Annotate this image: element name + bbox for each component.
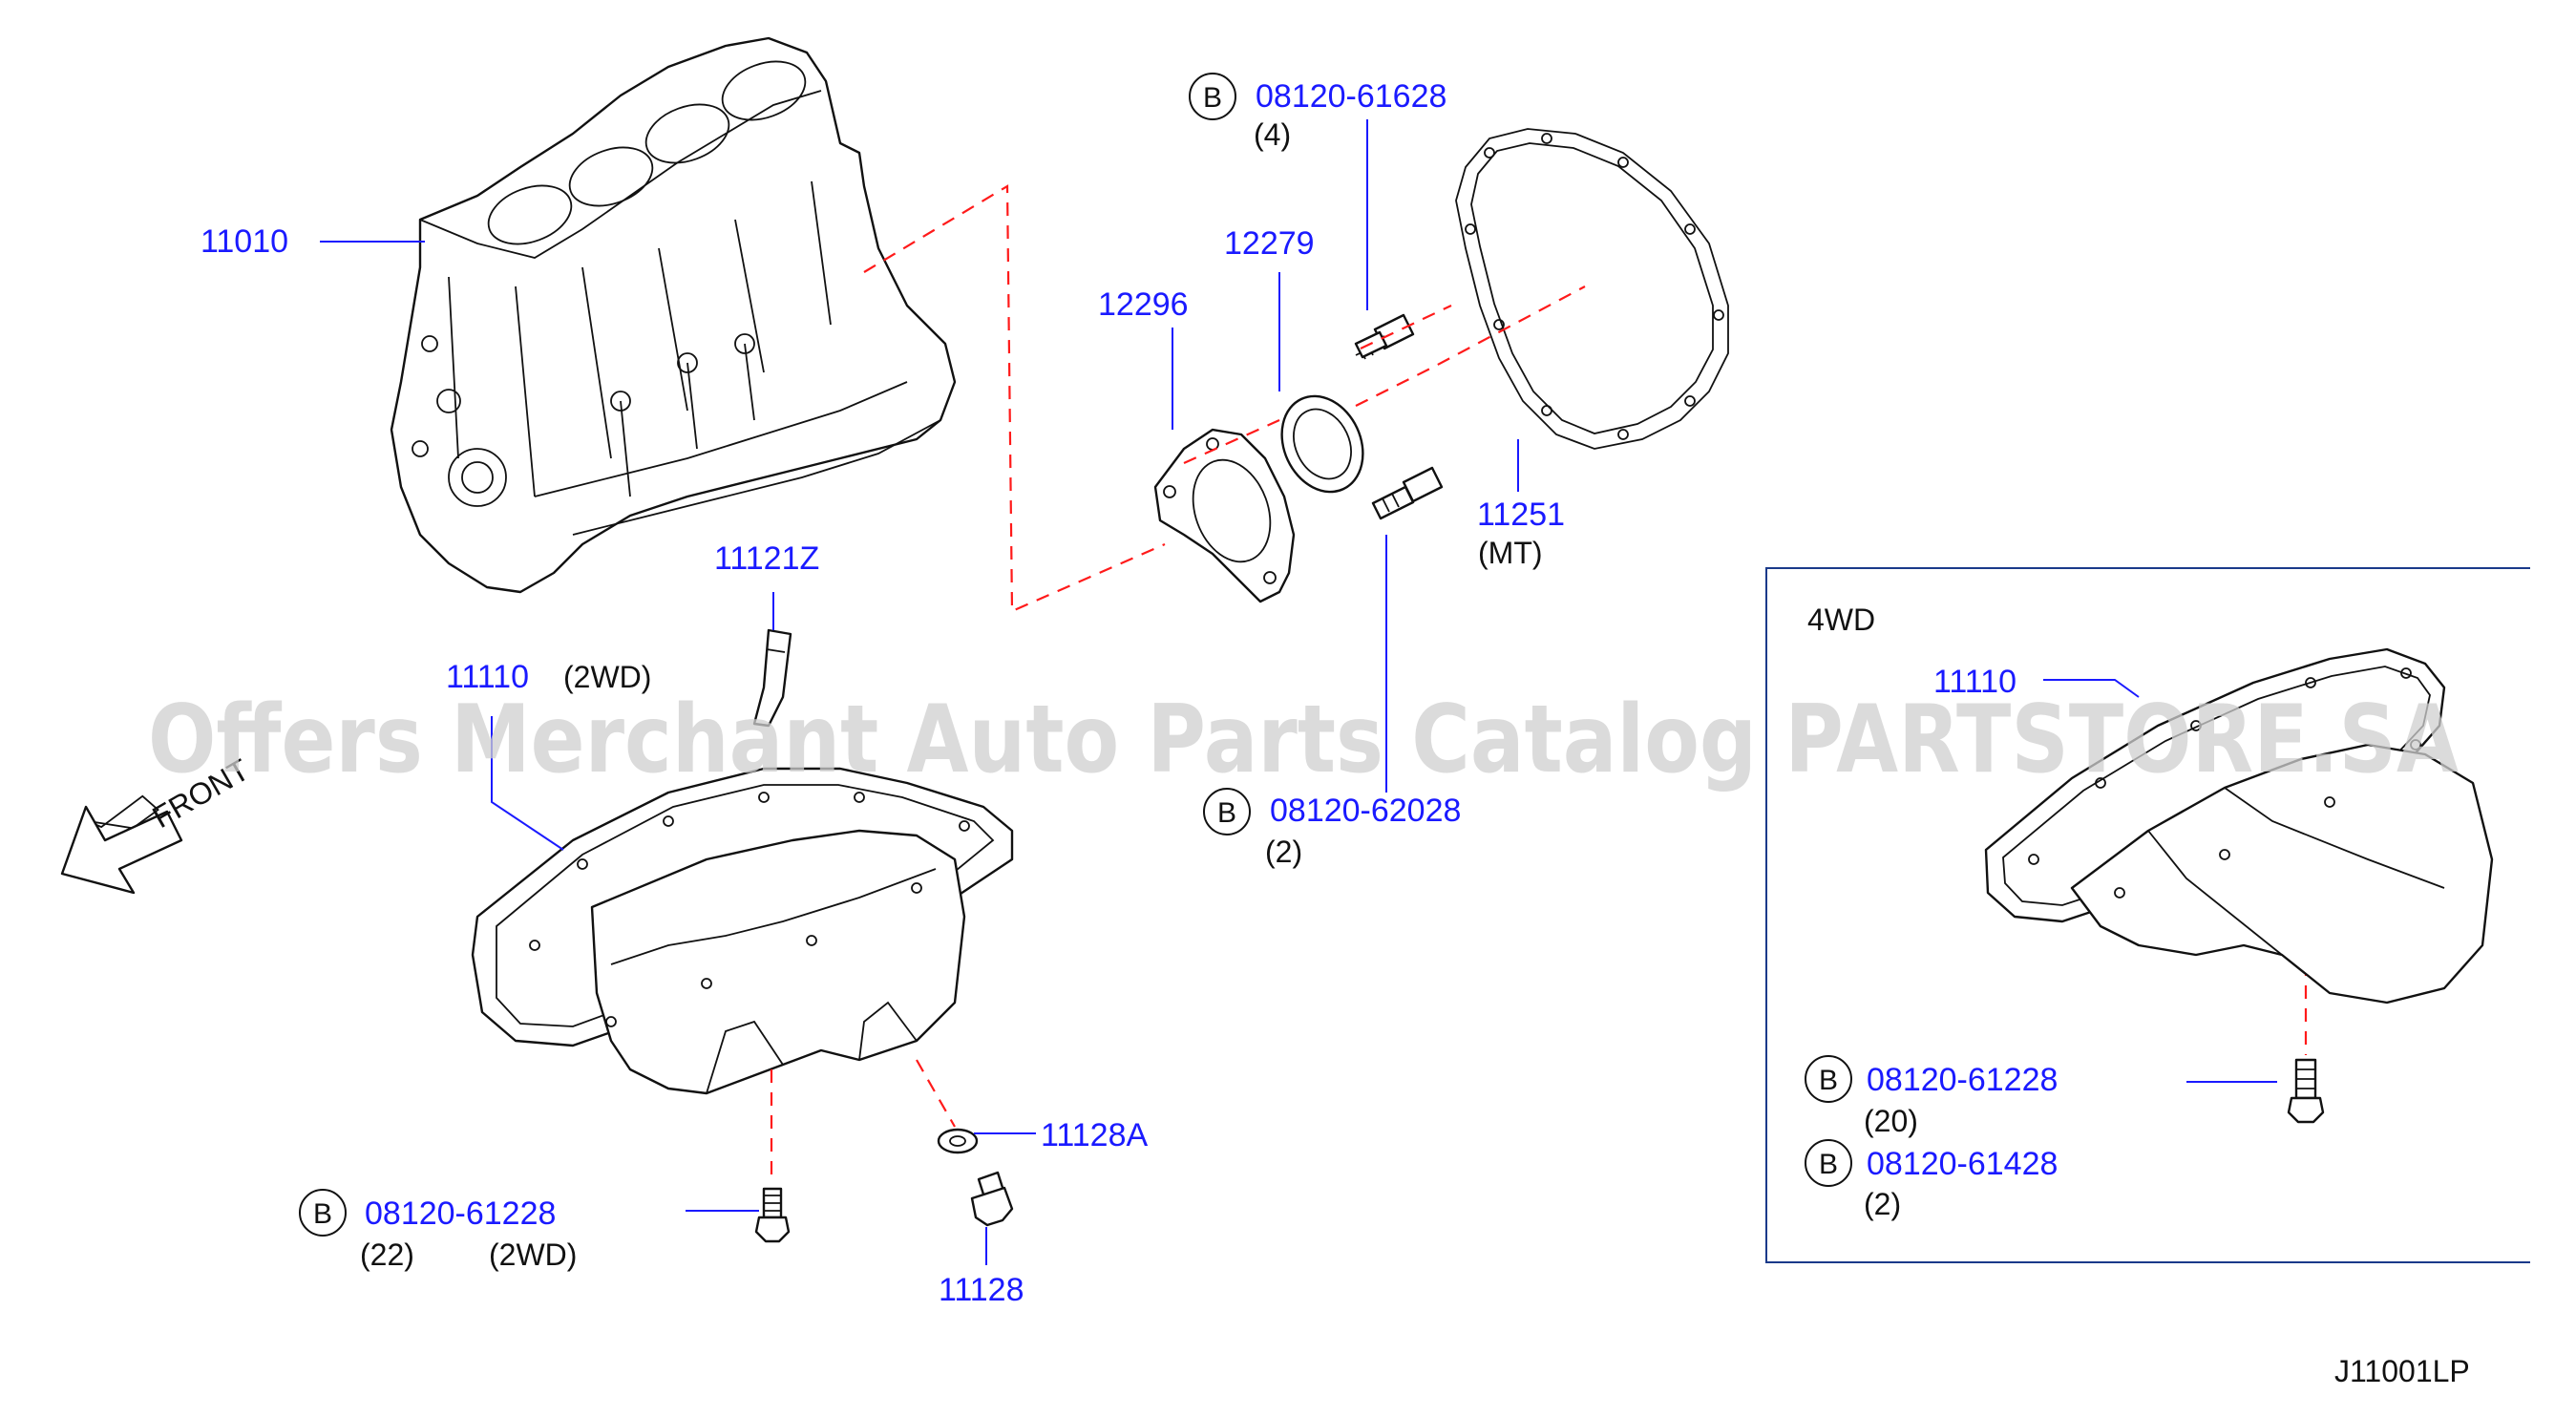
b-marker-circle (299, 1189, 347, 1237)
part-number-11128a[interactable]: 11128A (1041, 1117, 1148, 1153)
gasket-icon[interactable] (1455, 128, 1729, 450)
oil-pan-icon[interactable] (1984, 647, 2494, 1005)
bolt-icon[interactable] (754, 1187, 791, 1243)
b-marker: B (1819, 1149, 1838, 1180)
dipstick-guide-icon[interactable] (752, 628, 792, 728)
b-marker-circle (1805, 1055, 1852, 1103)
oil-seal-icon[interactable] (1267, 383, 1378, 505)
part-number-08120-61628[interactable]: 08120-61628 (1256, 78, 1446, 115)
fourwd-part-number-08120-61428[interactable]: 08120-61428 (1867, 1146, 2058, 1182)
diagram-code: J11001LP (2334, 1354, 2470, 1388)
part-number-08120-62028[interactable]: 08120-62028 (1270, 793, 1461, 829)
b-marker-circle (1189, 73, 1236, 120)
b-marker-circle (1203, 788, 1251, 835)
oil-pan-icon[interactable] (471, 767, 1014, 1095)
fourwd-quantity-08120-61228: (20) (1864, 1104, 1918, 1138)
fourwd-inset (1765, 567, 2530, 1263)
part-number-11010[interactable]: 11010 (201, 223, 288, 260)
b-marker: B (313, 1198, 332, 1230)
part-number-11251[interactable]: 11251 (1477, 497, 1565, 533)
leader-lines (320, 119, 2277, 1265)
b-marker: B (1217, 797, 1236, 829)
part-number-11110[interactable]: 11110 (446, 659, 529, 695)
fourwd-quantity-08120-61428: (2) (1864, 1187, 1901, 1221)
b-marker: B (1819, 1065, 1838, 1096)
part-number-11128[interactable]: 11128 (939, 1272, 1024, 1308)
part-number-12279[interactable]: 12279 (1224, 225, 1315, 262)
engine-block-icon[interactable] (390, 36, 957, 594)
bolt-icon[interactable] (1371, 466, 1444, 520)
part-number-08120-61228[interactable]: 08120-61228 (365, 1195, 556, 1232)
oil-pan-variant-note: (2WD) (563, 660, 651, 694)
fourwd-part-number-08120-61228[interactable]: 08120-61228 (1867, 1062, 2058, 1098)
b-marker-circle (1805, 1139, 1852, 1187)
bolt-variant-note: (2WD) (489, 1237, 577, 1272)
quantity-08120-61628: (4) (1254, 117, 1291, 152)
part-number-11121z[interactable]: 11121Z (714, 540, 819, 577)
b-marker: B (1203, 82, 1222, 114)
drain-plug-icon[interactable] (970, 1171, 1014, 1227)
quantity-08120-61228: (22) (360, 1237, 414, 1272)
seal-retainer-icon[interactable] (1153, 428, 1296, 603)
bolt-icon[interactable] (2287, 1058, 2325, 1124)
gasket-variant-note: (MT) (1478, 536, 1543, 570)
washer-icon[interactable] (937, 1128, 979, 1154)
fourwd-part-number-11110[interactable]: 11110 (1933, 664, 2016, 700)
part-number-12296[interactable]: 12296 (1098, 286, 1189, 323)
quantity-08120-62028: (2) (1265, 835, 1302, 869)
watermark: Offers Merchant Auto Parts Catalog PARTS… (148, 686, 2459, 794)
fourwd-title: 4WD (1807, 603, 1875, 637)
